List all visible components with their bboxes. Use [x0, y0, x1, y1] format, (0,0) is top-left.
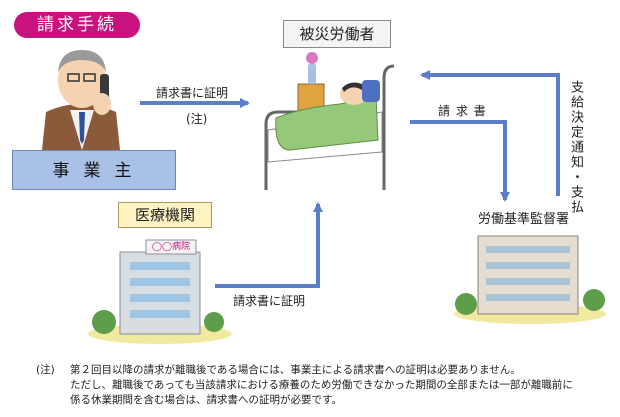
medical-institution-label: 医療機関 [118, 202, 212, 228]
worker-label: 被災労働者 [283, 20, 391, 48]
employer-label: 事業主 [12, 150, 176, 190]
bed-illustration [264, 52, 395, 190]
labor-bureau-illustration [454, 235, 606, 324]
employer-note-marker: (注) [186, 112, 208, 126]
employer-illustration [42, 50, 120, 150]
page-title: 請求手続 [14, 12, 140, 38]
payment-notice-label: 支給決定通知・支払 [568, 80, 583, 215]
footnote-marker: (注) [36, 364, 55, 376]
footnote-line-2: ただし、離職後であっても当該請求における療養のため労働できなかった期間の全部また… [70, 379, 573, 391]
medical-certify-label: 請求書に証明 [233, 294, 306, 308]
claim-form-label: 請 求 書 [438, 104, 487, 118]
hospital-illustration [88, 239, 232, 344]
footnote-line-3: 係る休業期間を含む場合は、請求書への証明が必要です。 [70, 394, 342, 406]
arrow-medical-to-worker [215, 202, 323, 288]
arrow-bureau-to-worker [420, 70, 560, 196]
labor-bureau-label: 労働基準監督署 [478, 212, 570, 227]
footnote-line-1: 第２回目以降の請求が離職後である場合には、事業主による請求書への証明は必要ありま… [70, 364, 521, 376]
hospital-sign: ◯◯病院 [151, 242, 191, 252]
arrow-worker-to-bureau [410, 120, 510, 202]
employer-certify-label: 請求書に証明 [156, 86, 229, 100]
